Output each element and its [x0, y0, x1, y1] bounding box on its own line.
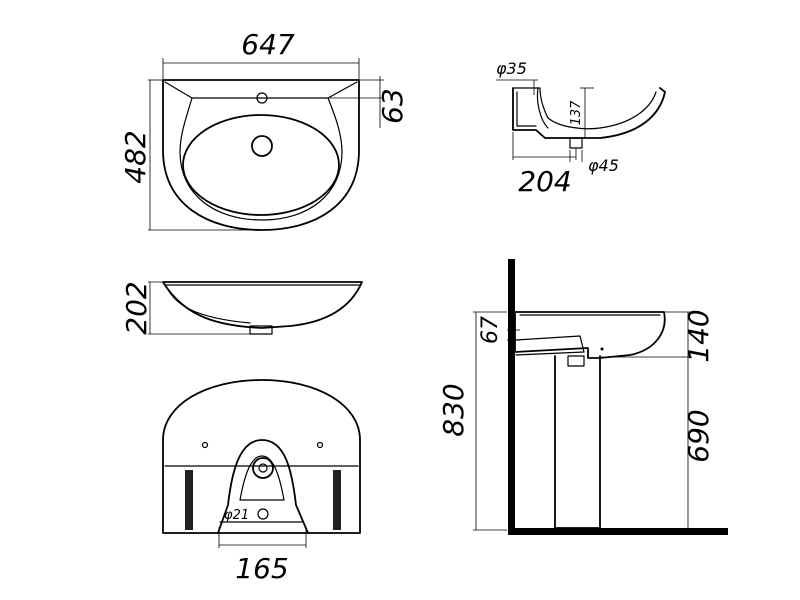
front-basin-outline [162, 281, 363, 329]
tap-hole-label: φ35 [496, 59, 527, 78]
pedestal-top [567, 355, 585, 367]
top-view: 647 482 63 [119, 28, 409, 231]
basin-outline [162, 79, 360, 231]
pedestal [554, 355, 601, 529]
inner-rim [179, 97, 343, 221]
rear-view: φ21 165 [162, 379, 361, 585]
front-drain [249, 325, 273, 335]
rear-rib [333, 470, 341, 530]
drain-hole [251, 135, 273, 157]
waste-outlet-inner [258, 463, 268, 473]
rim-dimension-label: 63 [376, 88, 409, 124]
bowl-section-curve [536, 87, 549, 129]
rear-outline [162, 379, 361, 534]
bowl-outline [182, 114, 340, 216]
pedestal-neck [217, 439, 309, 534]
drain-offset-label: 204 [518, 165, 571, 198]
front-view: 202 [120, 281, 363, 335]
rear-hole-label: φ21 [224, 508, 249, 523]
bowl-section-inner [512, 87, 657, 130]
pedestal-height-label: 690 [682, 409, 715, 462]
installation-view: 830 67 140 690 [437, 259, 728, 535]
drain-outlet [569, 137, 583, 149]
tap-spout [515, 335, 585, 356]
installed-basin [514, 311, 666, 359]
rear-rib [185, 470, 193, 530]
spacing-dimension-label: 165 [235, 552, 288, 585]
bowl-depth-label: 137 [569, 100, 584, 126]
front-bowl-curve [165, 285, 251, 324]
drain-diameter-label: φ45 [588, 156, 619, 175]
rim-edge [164, 81, 358, 99]
basin-height-label: 140 [682, 309, 715, 362]
depth-dimension-label: 482 [119, 130, 152, 183]
side-section-view: φ35 137 204 φ45 [496, 59, 666, 198]
total-height-label: 830 [437, 383, 470, 436]
neck-inner [239, 455, 285, 501]
front-height-label: 202 [120, 281, 153, 334]
fixing-hole [201, 441, 209, 449]
fixing-hole [316, 441, 324, 449]
drain-point [600, 347, 604, 351]
overflow-label: 67 [478, 316, 503, 344]
back-wall-section [516, 91, 537, 127]
basin-section-outline [512, 87, 666, 139]
rear-hole [257, 508, 269, 520]
tap-hole [256, 92, 268, 104]
floor [508, 528, 728, 535]
wall [508, 259, 515, 535]
waste-outlet [252, 457, 274, 479]
width-dimension-label: 647 [241, 28, 295, 61]
